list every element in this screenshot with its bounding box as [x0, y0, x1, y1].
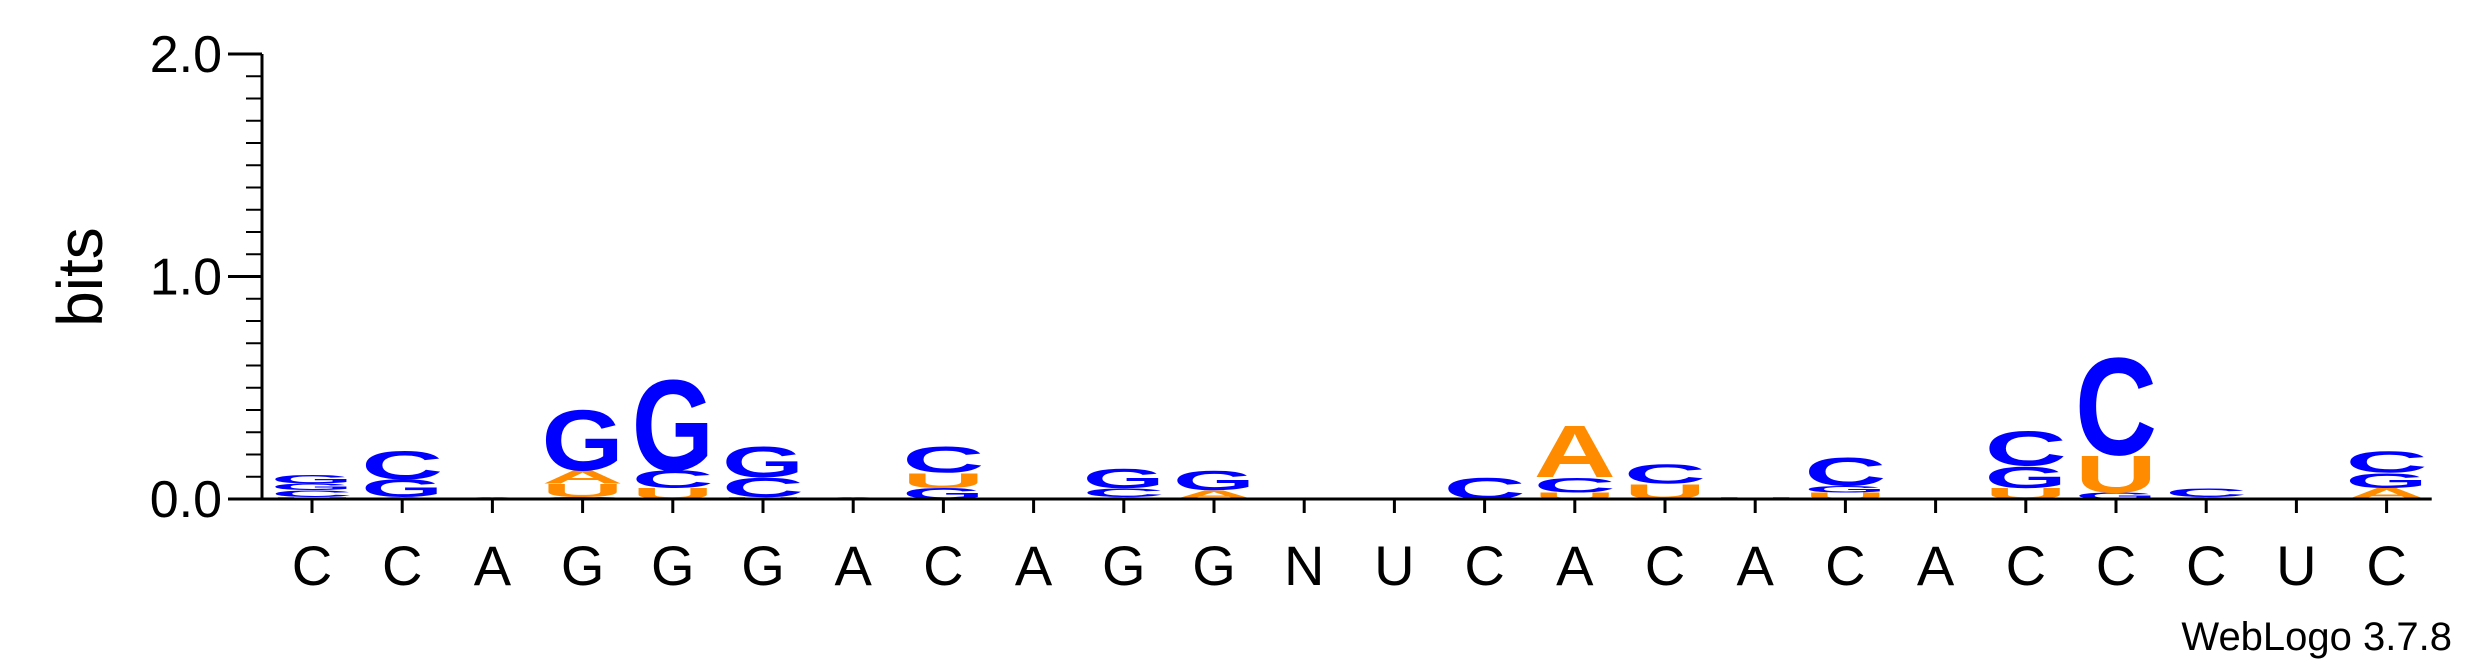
letter-stacks: UCGGAGCAGUAGUCGUCGAGUCACGAGCUCAUCUUGCUGC… — [271, 329, 2428, 506]
x-tick-label: C — [2186, 534, 2226, 597]
stack-letter-G: G — [632, 354, 714, 499]
stack-letter-C: C — [1534, 473, 1616, 497]
y-axis: 0.0 1.0 2.0 — [150, 26, 264, 529]
stack-letter-U: U — [542, 480, 624, 501]
stack-letter-G: G — [722, 438, 804, 486]
stack-letter-U: U — [902, 469, 984, 493]
x-tick-label: C — [1645, 534, 1685, 597]
stack-column: ACG — [1083, 463, 1165, 500]
x-tick-label: A — [1737, 534, 1775, 597]
stack-column: GUC — [902, 439, 984, 502]
x-tick-label: C — [1464, 534, 1504, 597]
stack-column: UCGG — [271, 472, 353, 499]
stack-column: GUAG — [542, 393, 624, 501]
weblogo-credit: WebLogo 3.7.8 — [2181, 615, 2452, 659]
y-tick-label: 1.0 — [150, 249, 222, 307]
stack-letter-C: C — [632, 466, 714, 493]
x-tick-label: G — [651, 534, 695, 597]
stack-letter-C: C — [1083, 486, 1165, 500]
stack-column: AGC — [2346, 444, 2428, 502]
stack-letter-G: G — [1985, 460, 2067, 494]
stack-column: AGC — [361, 443, 443, 502]
stack-letter-G: G — [1173, 465, 1255, 496]
x-tick-label: G — [561, 534, 605, 597]
stack-letter-C: C — [2075, 329, 2157, 485]
x-tick-label: C — [923, 534, 963, 597]
y-axis-label: bits — [44, 227, 116, 327]
x-tick-label: C — [1825, 534, 1865, 597]
stack-letter-G: G — [271, 472, 353, 486]
stack-letter-G: G — [1804, 484, 1886, 494]
stack-letter-G: G — [1083, 463, 1165, 494]
stack-letter-C: C — [2346, 444, 2428, 479]
stack-letter-G: G — [2075, 491, 2157, 501]
stack-letter-A: A — [1534, 410, 1616, 493]
y-tick-label: 2.0 — [150, 26, 222, 84]
stack-letter-U: U — [1534, 491, 1616, 501]
stack-letter-C: C — [271, 488, 353, 498]
x-tick-label: G — [1102, 534, 1146, 597]
stack-column: UGC — [1985, 421, 2067, 502]
stack-column: GUC — [2075, 329, 2157, 504]
stack-letter-C: C — [902, 439, 984, 480]
stack-column: UCG — [632, 354, 714, 503]
stack-letter-C: C — [361, 443, 443, 488]
stack-letter-G: G — [542, 393, 624, 489]
stack-letter-G: G — [271, 482, 353, 492]
stack-letter-G: G — [2346, 469, 2428, 493]
x-tick-label: C — [292, 534, 332, 597]
stack-letter-C: C — [1985, 421, 2067, 476]
stack-letter-U: U — [1804, 491, 1886, 501]
x-tick-label: A — [1917, 534, 1955, 597]
x-tick-label: C — [2096, 534, 2136, 597]
stack-column: UGC — [1804, 450, 1886, 501]
x-tick-label: A — [1556, 534, 1594, 597]
stack-column: UCA — [1534, 410, 1616, 501]
x-tick-label: N — [1284, 534, 1324, 597]
stack-letter-A: A — [542, 467, 624, 488]
stack-column: UCG — [722, 438, 804, 503]
x-tick-label: U — [1374, 534, 1414, 597]
stack-letter-C: C — [1624, 458, 1706, 489]
x-tick-label: C — [2006, 534, 2046, 597]
x-tick-label: G — [1192, 534, 1236, 597]
y-tick-label: 0.0 — [150, 471, 222, 529]
x-tick-label: G — [741, 534, 785, 597]
x-tick-label: A — [474, 534, 512, 597]
stack-letter-C: C — [1804, 450, 1886, 495]
stack-letter-U: U — [2075, 445, 2157, 504]
x-tick-label: A — [835, 534, 873, 597]
stack-column: UC — [1624, 458, 1706, 504]
stack-column: AG — [1173, 465, 1255, 502]
x-tick-label: U — [2276, 534, 2316, 597]
x-tick-label: A — [1015, 534, 1053, 597]
x-tick-label: C — [382, 534, 422, 597]
x-tick-label: C — [2366, 534, 2406, 597]
stack-letter-C: C — [2165, 486, 2247, 500]
